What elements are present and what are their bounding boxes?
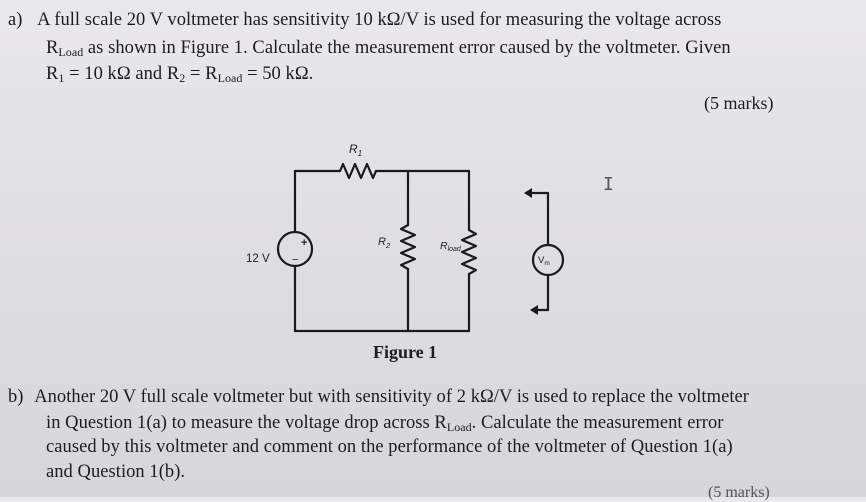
question-a-marks: (5 marks): [704, 93, 774, 113]
text-cursor-icon: I: [603, 174, 614, 195]
voltmeter-lead-bottom: [530, 273, 550, 312]
r1-symbol: R: [46, 64, 59, 84]
figure-caption: Figure 1: [373, 342, 438, 362]
rload-symbol: R: [46, 38, 59, 58]
rload-resistor: [460, 228, 478, 276]
question-a-label: a): [8, 10, 23, 30]
arrow-left-icon-bottom: [530, 305, 538, 315]
rload-subscript-2: Load: [217, 71, 243, 85]
question-a-text-1: A full scale 20 V voltmeter has sensitiv…: [37, 10, 722, 30]
given-text-2: = R: [185, 64, 218, 84]
voltage-source-icon: [276, 230, 314, 268]
question-b-label: b): [8, 387, 24, 407]
r2-label: R2: [378, 236, 391, 250]
r2-subscript: 2: [179, 71, 186, 85]
question-a-line-3: R1 = 10 kΩ and R2 = RLoad = 50 kΩ.: [46, 64, 313, 86]
voltmeter-lead-top: [524, 191, 550, 247]
arrow-left-icon-top: [524, 188, 532, 198]
question-b-marks: (5 marks): [708, 484, 770, 501]
vm-label: Vm: [538, 255, 550, 267]
r2-resistor: [399, 223, 417, 271]
r1-resistor: [338, 162, 378, 180]
rload-subscript-b: Load: [446, 420, 472, 434]
question-b-text-2a: in Question 1(a) to measure the voltage …: [46, 413, 447, 433]
source-label: 12 V: [246, 253, 270, 265]
r1-label: R1: [349, 142, 362, 158]
rload-subscript: Load: [58, 45, 84, 59]
source-plus: +: [301, 237, 307, 249]
question-a-line-2: RLoad as shown in Figure 1. Calculate th…: [46, 38, 731, 60]
question-a-text-2: as shown in Figure 1. Calculate the meas…: [83, 38, 731, 58]
given-text-1: = 10 kΩ and R: [64, 64, 180, 84]
question-b-text-2b: . Calculate the measurement error: [471, 413, 724, 433]
question-b-line-1: b) Another 20 V full scale voltmeter but…: [8, 387, 749, 408]
rload-label: Rload: [440, 240, 462, 253]
given-text-3: = 50 kΩ.: [242, 64, 314, 84]
source-minus: −: [292, 254, 298, 266]
question-b-line-4: and Question 1(b).: [46, 462, 186, 482]
question-b-line-3: caused by this voltmeter and comment on …: [46, 437, 733, 457]
question-a-line-1: a) A full scale 20 V voltmeter has sensi…: [8, 10, 721, 31]
question-b-text-1: Another 20 V full scale voltmeter but wi…: [34, 387, 749, 407]
question-b-line-2: in Question 1(a) to measure the voltage …: [46, 413, 723, 435]
r1-subscript: 1: [58, 71, 65, 85]
